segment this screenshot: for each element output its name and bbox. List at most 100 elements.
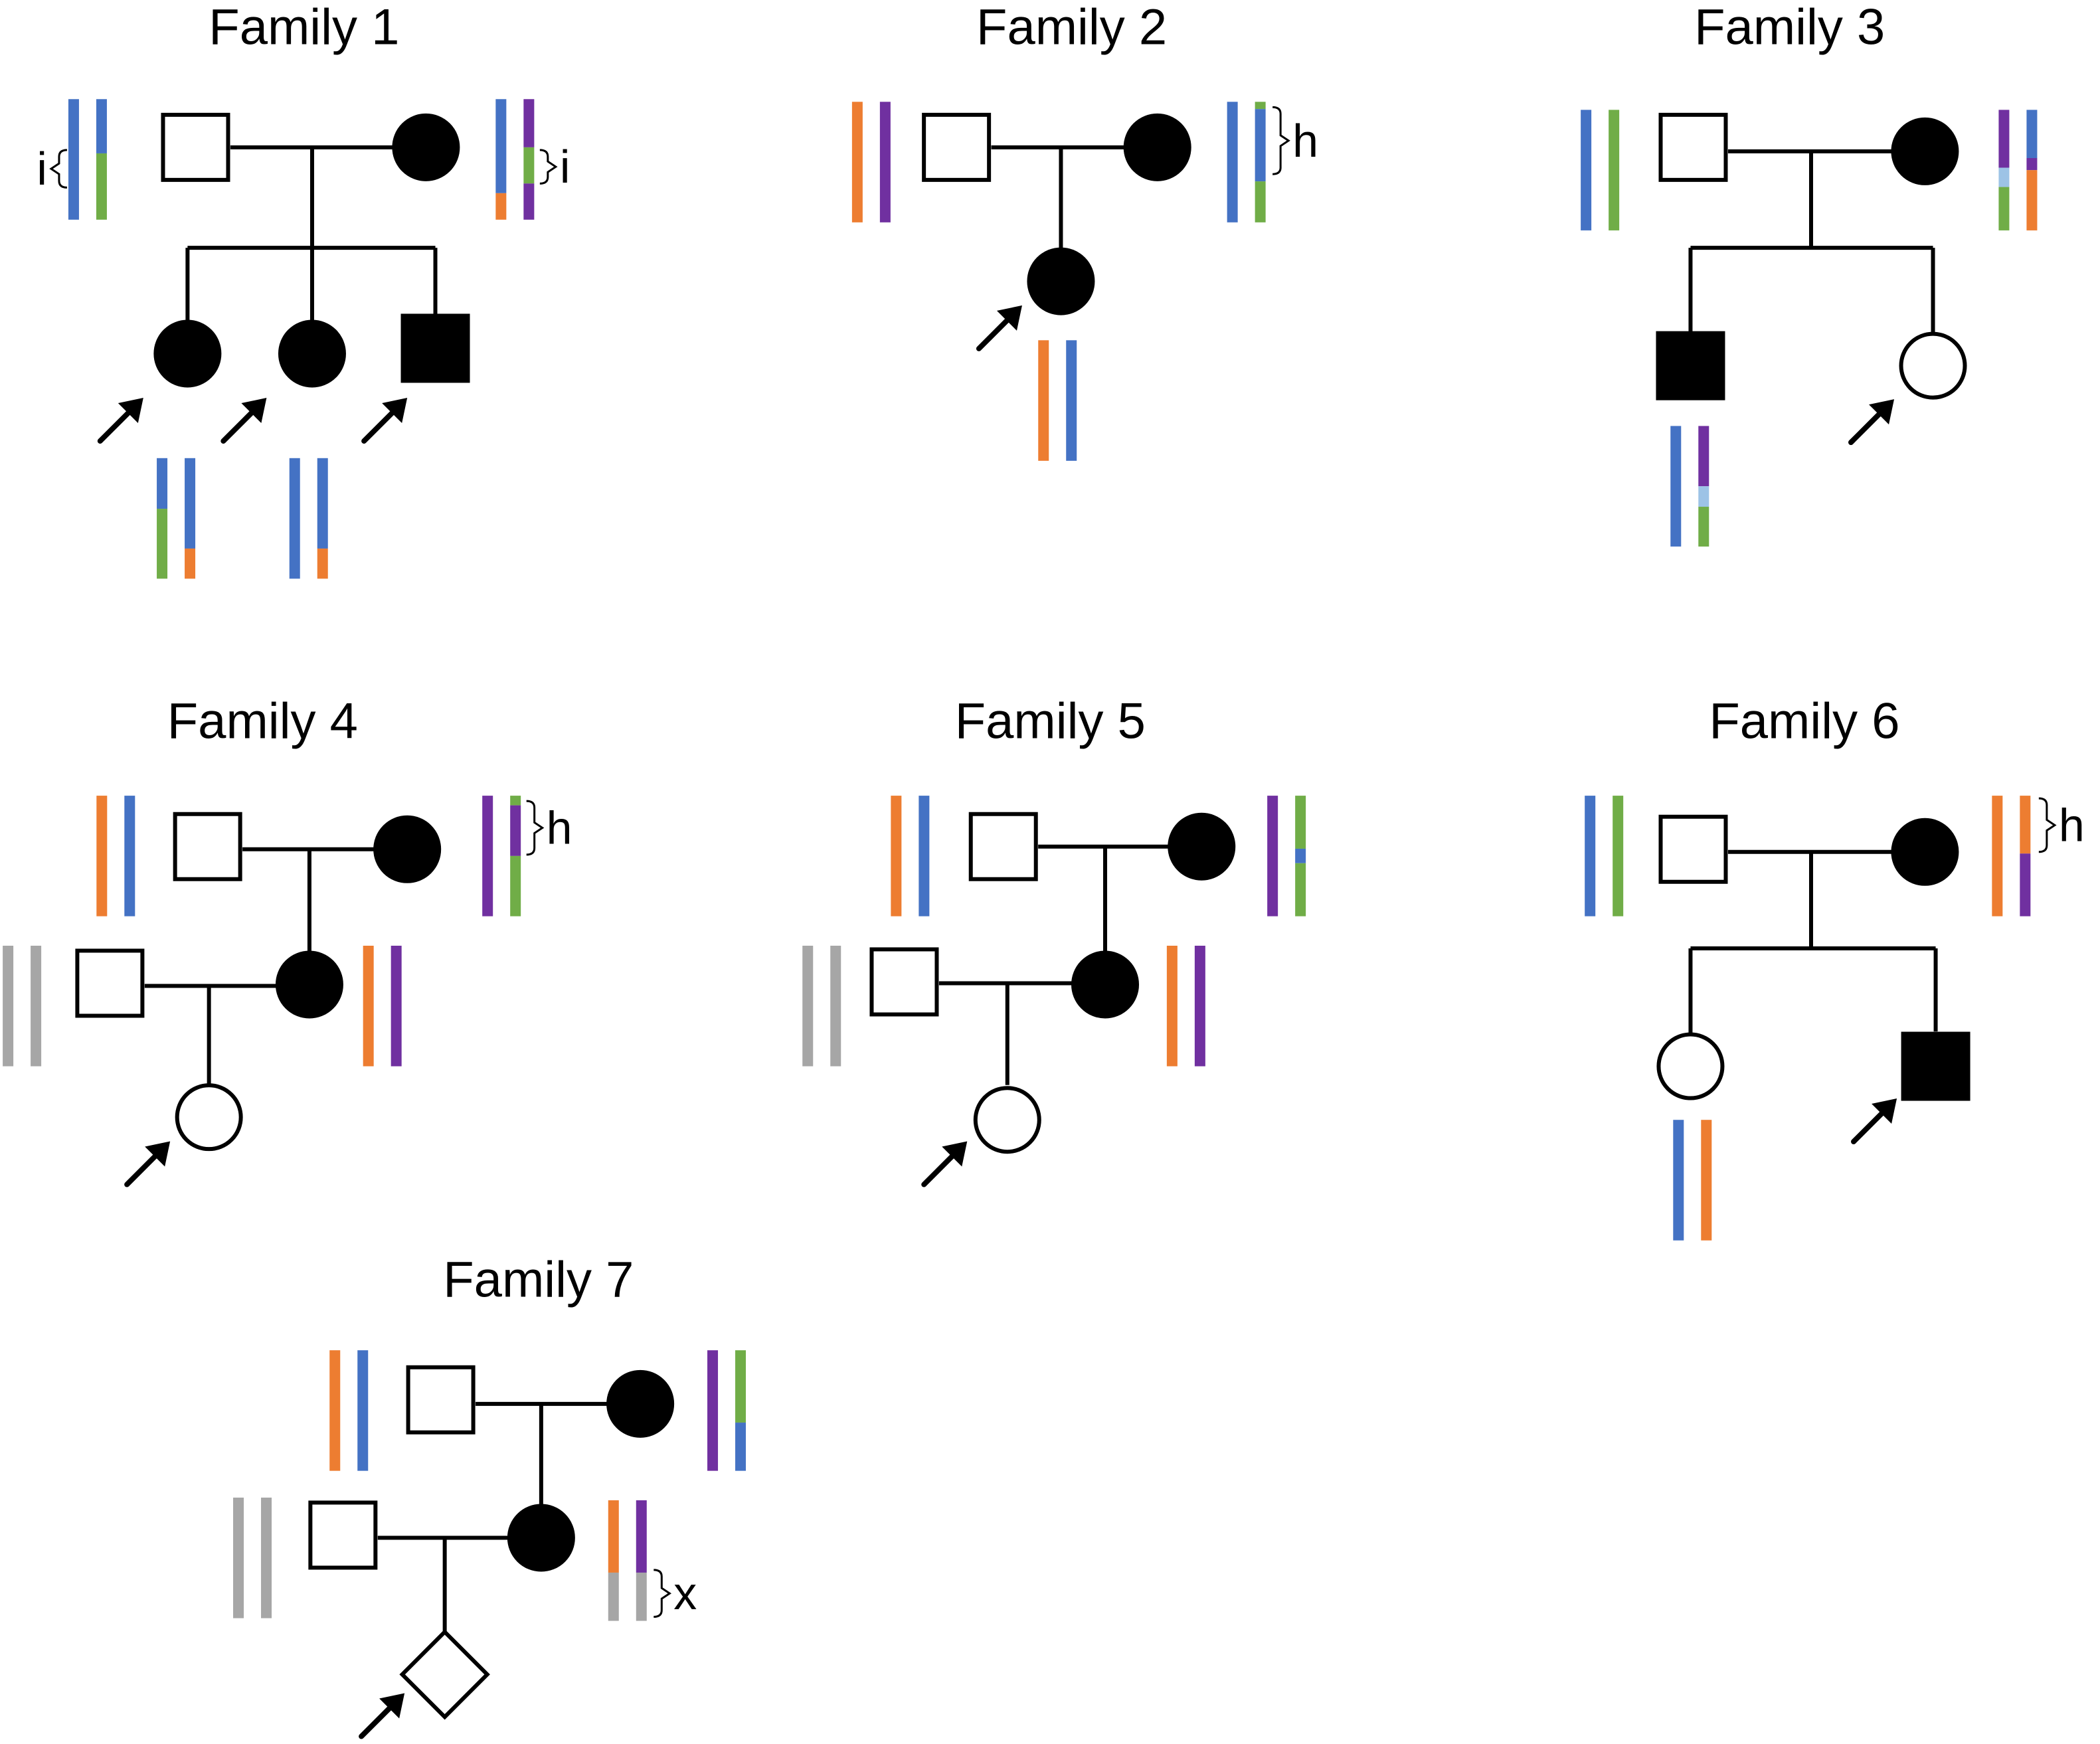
haplotype-pair xyxy=(1038,340,1077,461)
haplotype-pair xyxy=(1992,796,2031,916)
chromosome-bar xyxy=(523,99,535,220)
haplotype-pair xyxy=(608,1500,647,1621)
chromosome-bar xyxy=(919,796,930,916)
female-affected-symbol xyxy=(507,1504,575,1572)
chromosome-bar xyxy=(1613,796,1624,916)
male-unaffected-symbol xyxy=(406,1365,476,1435)
chromosome-bar xyxy=(1038,340,1049,461)
chromosome-bar xyxy=(830,946,841,1067)
chromosome-bar xyxy=(802,946,814,1067)
chromosome-bar xyxy=(68,99,79,220)
chromosome-bar xyxy=(510,796,521,916)
chromosome-bar xyxy=(482,796,493,916)
chromosome-bar xyxy=(96,796,108,916)
chromosome-bar xyxy=(1670,426,1682,547)
male-unaffected-symbol xyxy=(869,947,939,1017)
haplotype-pair xyxy=(1998,110,2038,230)
male-unaffected-symbol xyxy=(1658,814,1728,884)
male-unaffected-symbol xyxy=(161,112,230,182)
chromosome-bar xyxy=(1698,426,1709,547)
proband-arrow-icon xyxy=(97,398,143,444)
proband-arrow-icon xyxy=(1851,1098,1897,1144)
chromosome-bar xyxy=(1992,796,2003,916)
male-unaffected-symbol xyxy=(308,1500,378,1570)
haplotype-pair xyxy=(495,99,535,220)
haplotype-pair xyxy=(1670,426,1709,547)
haplotype-pair xyxy=(851,102,891,222)
female-affected-symbol xyxy=(1168,812,1236,881)
haplotype-pair xyxy=(1166,946,1205,1067)
haplotype-pair xyxy=(891,796,930,916)
bracket-label: h xyxy=(547,802,572,854)
family-title: Family 3 xyxy=(1694,0,1885,56)
female-affected-symbol xyxy=(278,319,346,388)
chromosome-bar xyxy=(495,99,507,220)
female-affected-symbol xyxy=(275,950,343,1019)
chromosome-bar xyxy=(363,946,374,1067)
male-affected-symbol xyxy=(400,313,470,383)
chromosome-bar xyxy=(1609,110,1620,230)
proband-arrow-icon xyxy=(976,305,1022,351)
female-affected-symbol xyxy=(373,815,442,883)
male-unaffected-symbol xyxy=(922,112,992,182)
haplotype-pair xyxy=(363,946,402,1067)
bracket: x xyxy=(654,1567,697,1619)
haplotype-pair xyxy=(1581,110,1620,230)
chromosome-bar xyxy=(1166,946,1178,1067)
haplotype-pair xyxy=(289,458,328,579)
haplotype-pair xyxy=(482,796,521,916)
chromosome-bar xyxy=(2026,110,2038,230)
chromosome-bar xyxy=(891,796,902,916)
male-unaffected-symbol xyxy=(173,812,242,881)
family-7-pedigree: Family 7 x xyxy=(233,1251,746,1739)
bracket-label: h xyxy=(1292,115,1318,167)
haplotype-pair xyxy=(1267,796,1306,916)
chromosome-bar xyxy=(1581,110,1592,230)
haplotype-pair xyxy=(96,796,135,916)
haplotype-pair xyxy=(1227,102,1266,222)
bracket-label: i xyxy=(37,143,47,195)
chromosome-bar xyxy=(357,1350,369,1471)
chromosome-bar xyxy=(1585,796,1596,916)
chromosome-bar xyxy=(157,458,168,579)
female-affected-symbol xyxy=(392,113,460,181)
proband-arrow-icon xyxy=(361,398,408,444)
female-unaffected-symbol xyxy=(973,1086,1041,1154)
haplotype-pair xyxy=(1585,796,1624,916)
female-affected-symbol xyxy=(1071,950,1140,1019)
haplotype-pair xyxy=(233,1498,272,1618)
family-title: Family 7 xyxy=(443,1251,634,1308)
male-affected-symbol xyxy=(1656,331,1725,400)
proband-arrow-icon xyxy=(359,1693,405,1739)
chromosome-bar xyxy=(3,946,14,1067)
chromosome-bar xyxy=(1673,1120,1684,1241)
family-2-pedigree: Family 2 h xyxy=(851,0,1318,461)
chromosome-bar xyxy=(1194,946,1205,1067)
male-affected-symbol xyxy=(1901,1031,1970,1101)
bracket: i xyxy=(539,141,570,193)
chromosome-bar xyxy=(1267,796,1278,916)
female-unaffected-symbol xyxy=(1899,331,1967,400)
chromosome-bar xyxy=(185,458,196,579)
female-affected-symbol xyxy=(1123,113,1191,181)
haplotype-pair xyxy=(157,458,196,579)
family-title: Family 2 xyxy=(976,0,1167,56)
family-title: Family 5 xyxy=(955,693,1146,749)
family-6-pedigree: Family 6h xyxy=(1585,693,2085,1241)
bracket: h xyxy=(526,800,572,856)
haplotype-pair xyxy=(329,1350,369,1471)
chromosome-bar xyxy=(31,946,42,1067)
unknown-sex-unaffected-symbol xyxy=(399,1629,490,1720)
proband-arrow-icon xyxy=(220,398,267,444)
female-unaffected-symbol xyxy=(175,1083,243,1152)
chromosome-bar xyxy=(735,1350,746,1471)
chromosome-bar xyxy=(1701,1120,1712,1241)
chromosome-bar xyxy=(329,1350,341,1471)
family-5-pedigree: Family 5 xyxy=(802,693,1306,1187)
female-affected-symbol xyxy=(606,1369,675,1438)
proband-arrow-icon xyxy=(1848,399,1895,446)
chromosome-bar xyxy=(391,946,402,1067)
male-unaffected-symbol xyxy=(968,812,1038,881)
